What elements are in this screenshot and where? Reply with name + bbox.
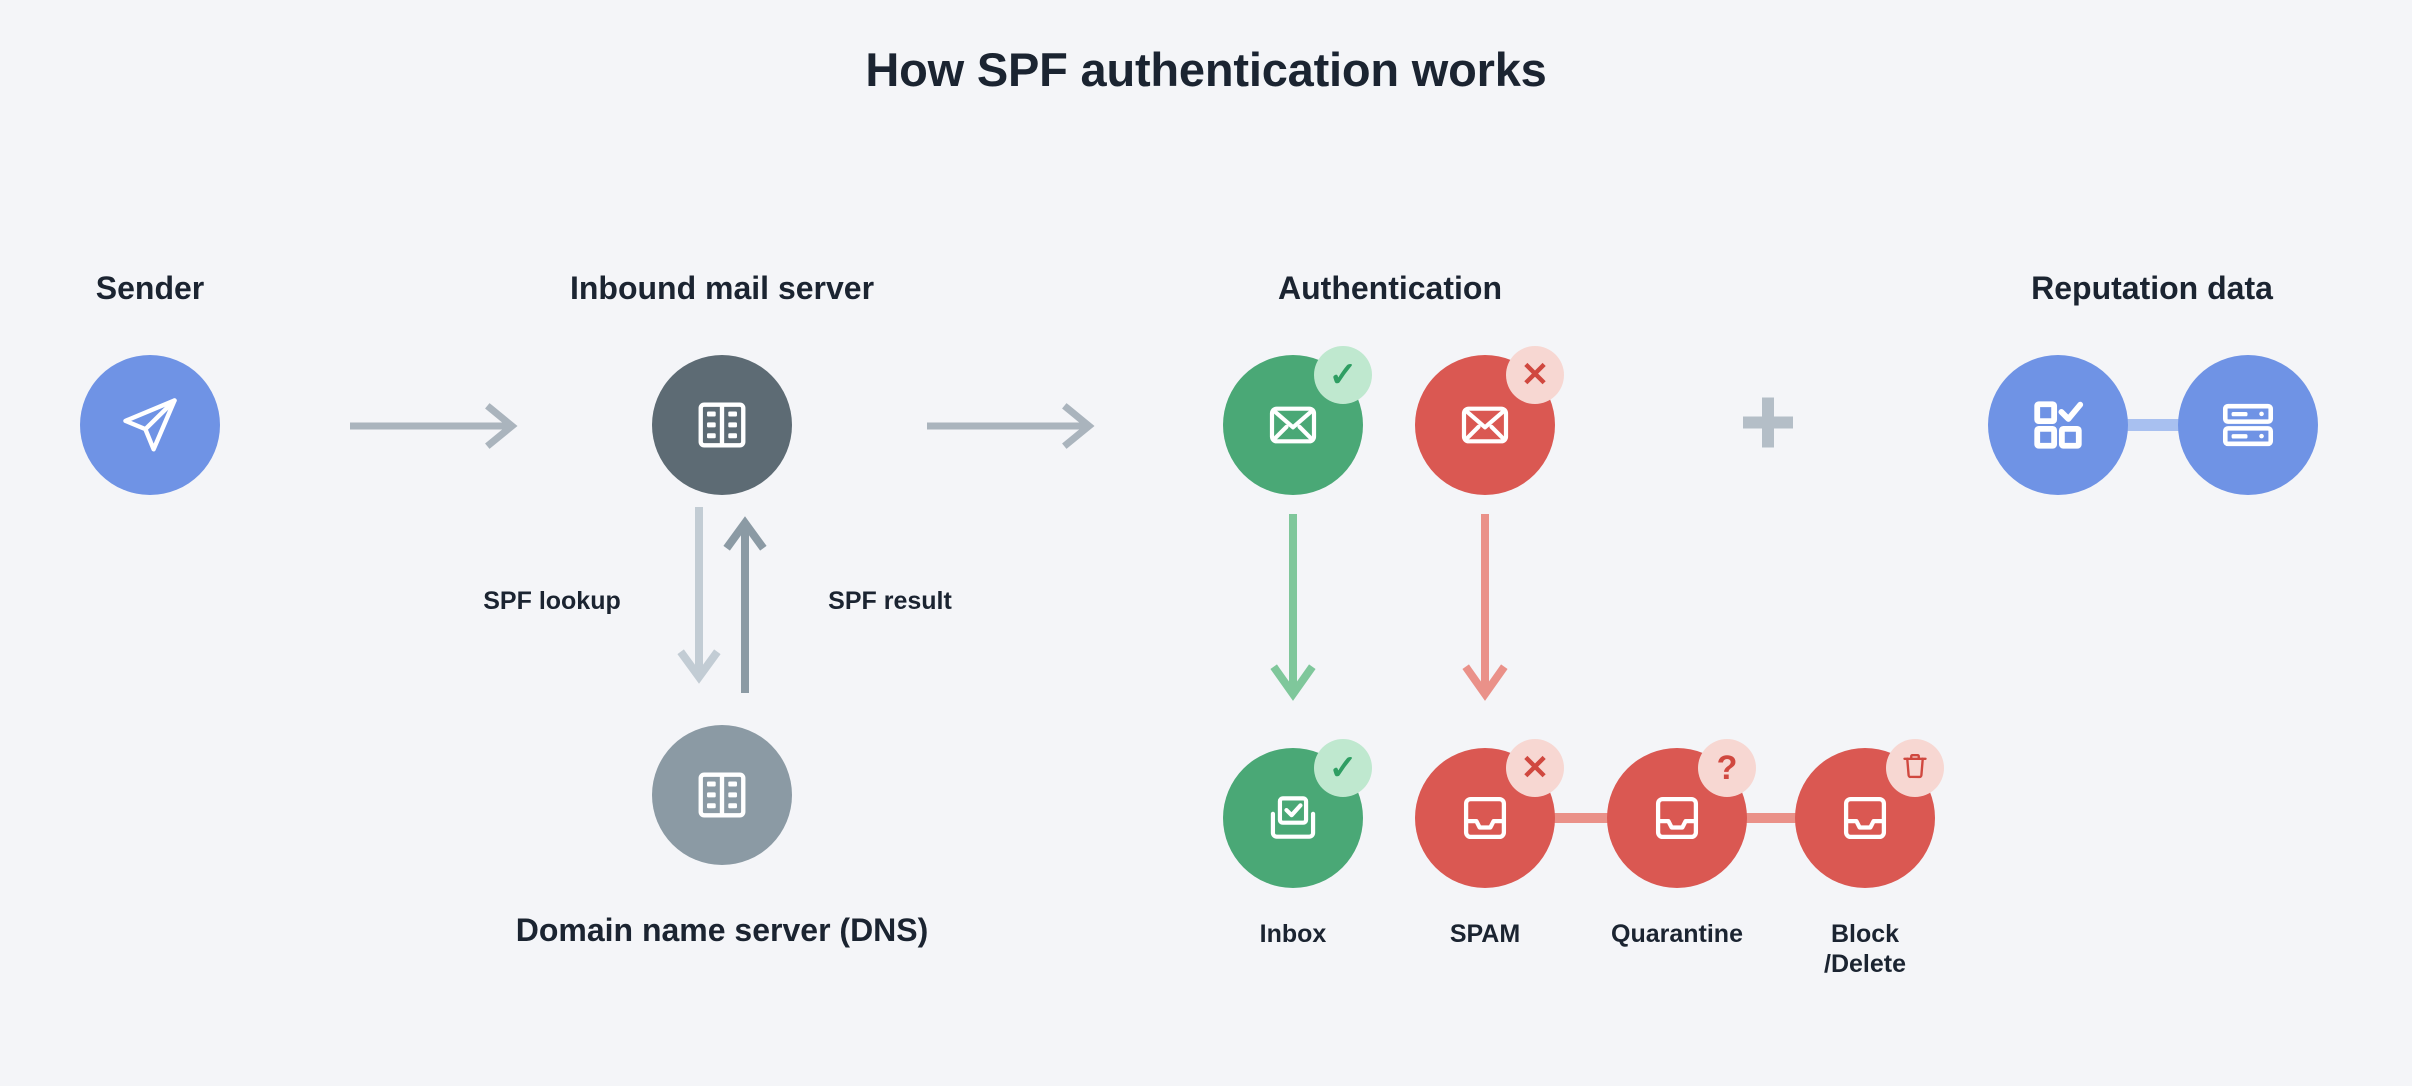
cross-icon: ✕: [1520, 749, 1550, 787]
check-icon: ✓: [1328, 749, 1358, 787]
inbox-icon: [1458, 791, 1512, 845]
rack-server-icon: [2219, 396, 2277, 454]
question-icon: ?: [1716, 749, 1738, 787]
trash-icon: [1900, 751, 1930, 786]
badge-auth-fail-cross: ✕: [1506, 346, 1564, 404]
check-icon: ✓: [1328, 356, 1358, 394]
arrow-spf-result: [722, 505, 768, 700]
badge-block-trash: [1886, 739, 1944, 797]
cross-icon: ✕: [1520, 356, 1550, 394]
node-outcome-inbox[interactable]: [1223, 748, 1363, 888]
inbox-icon: [1650, 791, 1704, 845]
arrow-inbound-to-authentication: [925, 398, 1103, 459]
badge-spam-cross: ✕: [1506, 739, 1564, 797]
node-label-block-line1: Block: [1830, 920, 1900, 948]
badge-auth-pass-check: ✓: [1314, 346, 1372, 404]
node-label-block: Block /Delete: [1824, 920, 1906, 979]
node-reputation-checklist[interactable]: [1988, 355, 2128, 495]
column-heading-inbound-mail-server: Inbound mail server: [569, 270, 875, 306]
arrow-spf-lookup: [676, 505, 722, 700]
inbox-check-icon: [1265, 790, 1321, 846]
badge-inbox-check: ✓: [1314, 739, 1372, 797]
page-title: How SPF authentication works: [865, 43, 1547, 96]
plus-icon: [1737, 392, 1799, 459]
label-spf-result: SPF result: [828, 587, 952, 615]
node-label-quarantine: Quarantine: [1611, 920, 1743, 948]
node-dns-server[interactable]: [652, 725, 792, 865]
column-heading-authentication: Authentication: [1278, 270, 1502, 306]
node-label-dns-server: Domain name server (DNS): [515, 912, 929, 948]
checklist-grid-icon: [2029, 396, 2087, 454]
node-label-spam: SPAM: [1449, 920, 1521, 948]
badge-quarantine-question: ?: [1698, 739, 1756, 797]
send-icon: [119, 394, 181, 456]
node-reputation-server[interactable]: [2178, 355, 2318, 495]
node-sender[interactable]: [80, 355, 220, 495]
server-icon: [693, 766, 751, 824]
node-label-inbox: Inbox: [1259, 920, 1327, 948]
label-spf-lookup: SPF lookup: [483, 587, 621, 615]
inbox-icon: [1838, 791, 1892, 845]
server-icon: [693, 396, 751, 454]
column-heading-sender: Sender: [95, 270, 205, 306]
envelope-icon: [1457, 397, 1513, 453]
node-label-block-line2: /Delete: [1824, 949, 1906, 978]
envelope-icon: [1265, 397, 1321, 453]
arrow-sender-to-inbound: [348, 398, 526, 459]
column-heading-reputation-data: Reputation data: [2031, 270, 2273, 306]
node-inbound-mail-server[interactable]: [652, 355, 792, 495]
arrow-pass-to-inbox: [1270, 512, 1316, 717]
arrow-fail-to-spam: [1462, 512, 1508, 717]
